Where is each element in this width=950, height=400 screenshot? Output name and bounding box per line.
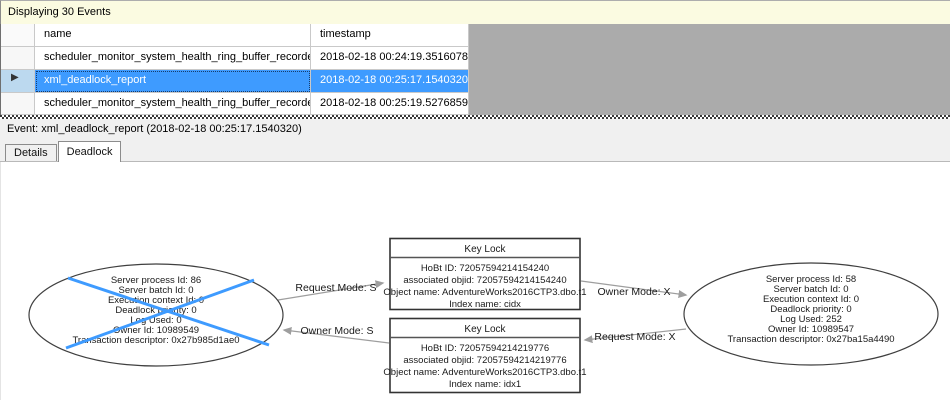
row-selector-cell[interactable] — [1, 93, 35, 115]
svg-text:associated objid: 720575942141: associated objid: 72057594214154240 — [403, 275, 566, 286]
process-node-victim[interactable]: Server process Id: 86 Server batch Id: 0… — [28, 263, 284, 367]
grid-detail-splitter[interactable] — [0, 115, 950, 119]
grid-header-row: name timestamp — [1, 24, 950, 47]
column-header-name[interactable]: name — [35, 24, 311, 47]
event-timestamp-cell[interactable]: 2018-02-18 00:25:19.5276859 — [311, 93, 469, 115]
event-summary: Event: xml_deadlock_report (2018-02-18 0… — [0, 119, 950, 141]
event-name-cell[interactable]: scheduler_monitor_system_health_ring_buf… — [35, 93, 311, 115]
row-selector-cell[interactable] — [1, 47, 35, 70]
victim-cross-icon — [65, 276, 270, 350]
svg-text:Log Used: 0: Log Used: 0 — [130, 315, 181, 326]
detail-tabstrip: Details Deadlock — [0, 141, 950, 162]
event-timestamp-cell[interactable]: 2018-02-18 00:24:19.3516078 — [311, 47, 469, 70]
table-row[interactable]: scheduler_monitor_system_health_ring_buf… — [1, 47, 950, 70]
edge-request-s: Request Mode: S — [277, 280, 385, 301]
svg-text:Deadlock priority: 0: Deadlock priority: 0 — [115, 305, 196, 316]
events-grid: name timestamp scheduler_monitor_system_… — [0, 24, 950, 115]
row-selector-header — [1, 24, 35, 47]
edge-label-owner-x: Owner Mode: X — [598, 286, 671, 298]
svg-text:Key Lock: Key Lock — [464, 324, 506, 335]
event-name-cell[interactable]: xml_deadlock_report — [35, 70, 311, 93]
table-row[interactable]: scheduler_monitor_system_health_ring_buf… — [1, 93, 950, 115]
tab-deadlock[interactable]: Deadlock — [57, 141, 122, 162]
resource-node-keylock-bottom[interactable]: Key Lock HoBt ID: 72057594214219776 asso… — [383, 317, 587, 394]
svg-text:Log Used: 252: Log Used: 252 — [780, 314, 842, 325]
svg-text:Transaction descriptor: 0x27ba: Transaction descriptor: 0x27ba15a4490 — [727, 334, 894, 345]
resource-node-keylock-top[interactable]: Key Lock HoBt ID: 72057594214154240 asso… — [383, 237, 587, 311]
svg-text:Server process Id: 58: Server process Id: 58 — [766, 274, 856, 285]
svg-text:Index name: cidx: Index name: cidx — [449, 299, 521, 310]
svg-text:Owner Id: 10989547: Owner Id: 10989547 — [768, 324, 854, 335]
current-row-arrow-icon[interactable]: ▶ — [1, 70, 35, 93]
svg-text:Execution context Id: 0: Execution context Id: 0 — [108, 295, 204, 306]
svg-text:Object name: AdventureWorks201: Object name: AdventureWorks2016CTP3.dbo.… — [383, 287, 586, 298]
svg-text:Owner Id: 10989549: Owner Id: 10989549 — [113, 325, 199, 336]
edge-label-owner-s: Owner Mode: S — [301, 325, 374, 337]
events-count-bar: Displaying 30 Events — [0, 0, 950, 24]
event-timestamp-cell[interactable]: 2018-02-18 00:25:17.1540320 — [311, 70, 469, 93]
svg-text:Execution context Id: 0: Execution context Id: 0 — [763, 294, 859, 305]
edge-request-x: Request Mode: X — [583, 328, 687, 344]
edge-owner-s: Owner Mode: S — [282, 325, 390, 344]
edge-label-request-s: Request Mode: S — [295, 282, 376, 294]
svg-text:Transaction descriptor: 0x27b9: Transaction descriptor: 0x27b985d1ae0 — [72, 335, 239, 346]
svg-text:HoBt ID: 72057594214219776: HoBt ID: 72057594214219776 — [421, 343, 549, 354]
tab-details[interactable]: Details — [5, 144, 57, 161]
svg-text:Object name: AdventureWorks201: Object name: AdventureWorks2016CTP3.dbo.… — [383, 367, 586, 378]
svg-text:Deadlock priority: 0: Deadlock priority: 0 — [770, 304, 851, 315]
deadlock-graph-panel: Request Mode: S Owner Mode: X Owner Mode… — [0, 162, 950, 400]
deadlock-graph: Request Mode: S Owner Mode: X Owner Mode… — [28, 237, 939, 394]
svg-text:associated objid: 720575942142: associated objid: 72057594214219776 — [403, 355, 566, 366]
svg-text:Server process Id: 86: Server process Id: 86 — [111, 275, 201, 286]
svg-text:Index name: idx1: Index name: idx1 — [449, 379, 521, 390]
process-node[interactable]: Server process Id: 58 Server batch Id: 0… — [683, 262, 939, 366]
edge-label-request-x: Request Mode: X — [594, 331, 675, 343]
svg-text:Server batch Id: 0: Server batch Id: 0 — [774, 284, 849, 295]
column-header-timestamp[interactable]: timestamp — [311, 24, 469, 47]
event-name-cell[interactable]: scheduler_monitor_system_health_ring_buf… — [35, 47, 311, 70]
svg-text:Key Lock: Key Lock — [464, 244, 506, 255]
svg-text:Server batch Id: 0: Server batch Id: 0 — [119, 285, 194, 296]
edge-owner-x: Owner Mode: X — [580, 280, 688, 298]
svg-text:HoBt ID: 72057594214154240: HoBt ID: 72057594214154240 — [421, 263, 549, 274]
table-row-selected[interactable]: ▶ xml_deadlock_report 2018-02-18 00:25:1… — [1, 70, 950, 93]
